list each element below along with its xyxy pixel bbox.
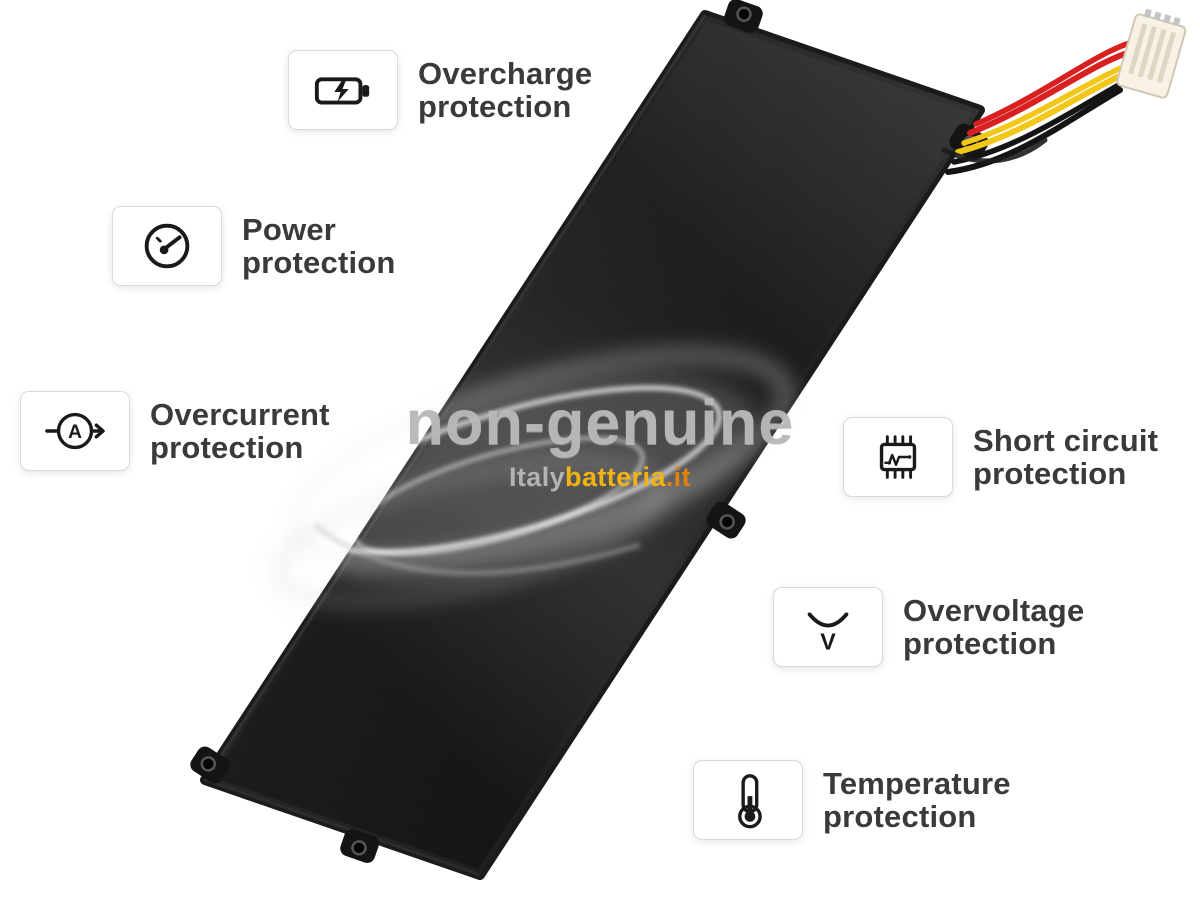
screw-hole — [719, 514, 735, 530]
label-line: protection — [418, 89, 572, 124]
connector-plug — [1116, 8, 1187, 99]
temperature-label: Temperature protection — [823, 765, 1011, 834]
voltage-letter: V — [820, 628, 836, 654]
mounting-tab — [706, 501, 746, 539]
wire-yellow — [955, 69, 1131, 155]
overcharge-label: Overcharge protection — [418, 55, 593, 124]
power-icon-box — [112, 206, 222, 286]
voltage-icon: V — [807, 612, 849, 654]
label-line: Temperature — [823, 765, 1011, 801]
label-line: Short circuit — [973, 422, 1159, 458]
wire-yellow — [961, 60, 1135, 146]
smoke-swirl — [273, 348, 793, 607]
overcurrent-label: Overcurrent protection — [150, 396, 330, 465]
screw-hole — [351, 840, 367, 856]
overcurrent-icon-box: A — [20, 391, 130, 471]
thermometer-icon — [738, 774, 762, 829]
label-line: protection — [903, 626, 1057, 661]
screw-hole — [736, 6, 752, 22]
label-line: protection — [973, 456, 1127, 491]
label-line: Overcurrent — [150, 396, 330, 432]
callout-temperature: Temperature protection — [693, 760, 1011, 840]
callout-power: Power protection — [112, 206, 396, 286]
wire-black — [951, 79, 1127, 165]
callout-overvoltage: V Overvoltage protection — [773, 587, 1084, 667]
callout-short-circuit: Short circuit protection — [843, 417, 1158, 497]
ammeter-letter: A — [68, 421, 82, 443]
label-line: protection — [823, 799, 977, 834]
overvoltage-icon-box: V — [773, 587, 883, 667]
mounting-tab — [340, 829, 380, 863]
power-label: Power protection — [242, 211, 396, 280]
overcharge-icon-box — [288, 50, 398, 130]
label-line: protection — [150, 430, 304, 465]
screw-hole — [200, 756, 217, 772]
short-circuit-icon-box — [843, 417, 953, 497]
mounting-tab — [190, 746, 230, 784]
label-line: Overcharge — [418, 55, 593, 91]
wire-red — [973, 37, 1144, 127]
ammeter-icon: A — [45, 412, 105, 450]
callout-overcurrent: A Overcurrent protection — [20, 391, 330, 471]
short-circuit-label: Short circuit protection — [973, 422, 1159, 491]
temperature-icon-box — [693, 760, 803, 840]
overvoltage-label: Overvoltage protection — [903, 592, 1085, 661]
wire-black — [945, 87, 1123, 175]
label-line: Power — [242, 211, 337, 247]
chip-icon — [879, 435, 917, 479]
label-line: protection — [242, 245, 396, 280]
wire-bundle — [941, 37, 1144, 175]
battery-charge-icon — [314, 77, 370, 105]
wire-red — [967, 47, 1140, 136]
gauge-icon — [144, 223, 190, 269]
callout-overcharge: Overcharge protection — [288, 50, 592, 130]
label-line: Overvoltage — [903, 592, 1085, 628]
mounting-tab — [723, 0, 763, 33]
